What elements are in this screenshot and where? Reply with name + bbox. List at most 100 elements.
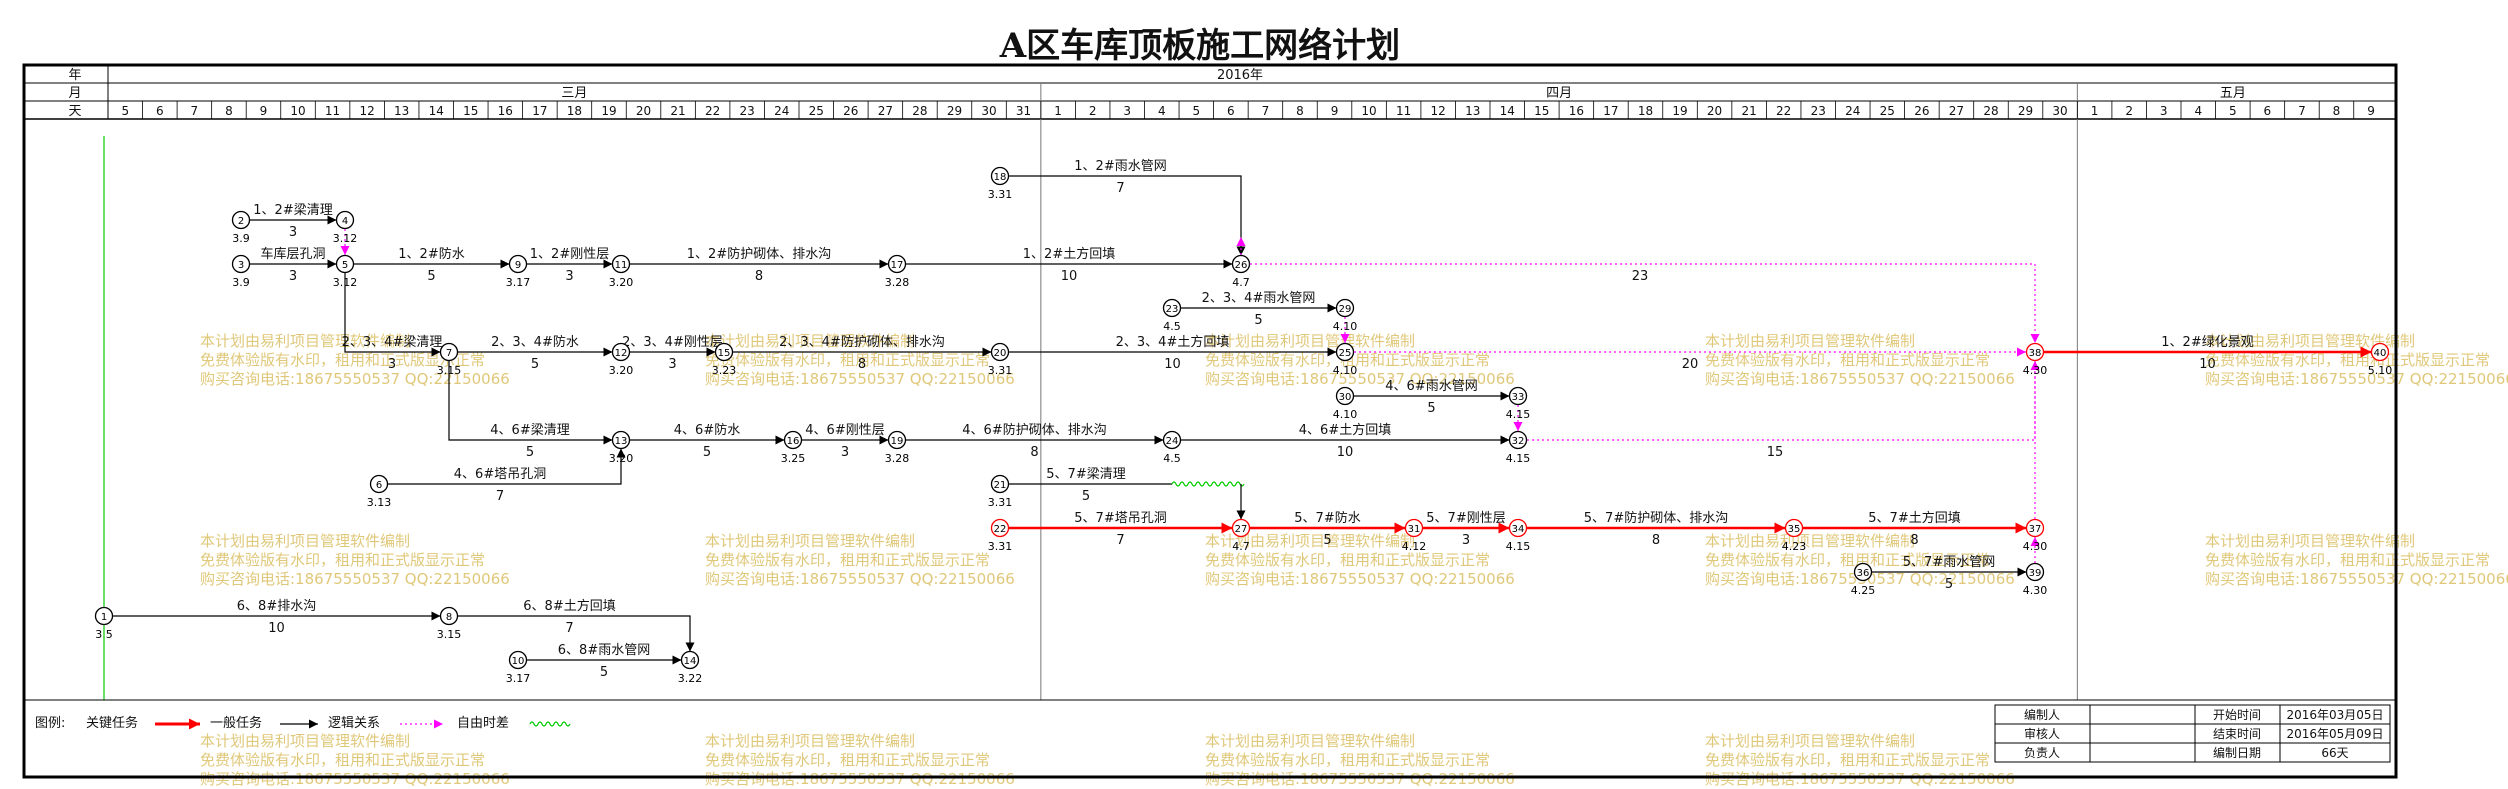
task-arrow-38-40-name: 1、2#绿化景观 bbox=[2161, 335, 2253, 350]
row-label-day: 天 bbox=[68, 104, 81, 119]
legend-float-swatch bbox=[529, 721, 571, 727]
day-label: 30 bbox=[2052, 104, 2067, 118]
node-number: 26 bbox=[1235, 260, 1248, 271]
day-label: 10 bbox=[1361, 104, 1376, 118]
day-label: 20 bbox=[636, 104, 651, 118]
node-number: 24 bbox=[1166, 436, 1179, 447]
node-number: 22 bbox=[994, 524, 1007, 535]
task-arrow-2-4-name: 1、2#梁清理 bbox=[253, 203, 332, 218]
task-arrow-21-27-float bbox=[1171, 481, 1245, 487]
day-label: 9 bbox=[2367, 104, 2375, 118]
watermark-text: 本计划由易利项目管理软件编制免费体验版有水印，租用和正式版显示正常购买咨询电话:… bbox=[200, 332, 510, 389]
node-11: 113.20 bbox=[609, 254, 633, 289]
day-label: 17 bbox=[1603, 104, 1618, 118]
node-date: 4.23 bbox=[1782, 540, 1807, 553]
node-18: 183.31 bbox=[988, 166, 1013, 201]
info-label2: 开始时间 bbox=[2213, 708, 2261, 722]
task-arrow-31-34-duration: 3 bbox=[1462, 533, 1470, 548]
node-10: 103.17 bbox=[506, 650, 530, 685]
day-label: 24 bbox=[1845, 104, 1860, 118]
node-number: 30 bbox=[1339, 392, 1352, 403]
node-number: 19 bbox=[891, 436, 904, 447]
node-circle bbox=[714, 342, 734, 362]
watermark-text: 本计划由易利项目管理软件编制免费体验版有水印，租用和正式版显示正常购买咨询电话:… bbox=[2205, 532, 2508, 589]
watermark-line: 购买咨询电话:18675550537 QQ:22150066 bbox=[2205, 570, 2508, 588]
watermark-line: 本计划由易利项目管理软件编制 bbox=[200, 332, 411, 350]
node-12: 123.20 bbox=[609, 342, 633, 377]
node-38: 384.30 bbox=[2023, 342, 2047, 377]
month-label: 四月 bbox=[1546, 86, 1572, 101]
node-number: 5 bbox=[342, 260, 348, 271]
node-number: 14 bbox=[684, 656, 697, 667]
node-date: 3.25 bbox=[781, 452, 806, 465]
task-arrow-5-9-duration: 5 bbox=[427, 269, 435, 284]
day-label: 13 bbox=[394, 104, 409, 118]
node-number: 13 bbox=[615, 436, 628, 447]
node-circle bbox=[335, 254, 355, 274]
node-circle bbox=[508, 254, 528, 274]
day-label: 20 bbox=[1707, 104, 1722, 118]
node-number: 33 bbox=[1512, 392, 1525, 403]
watermark-line: 本计划由易利项目管理软件编制 bbox=[1705, 732, 1916, 750]
node-circle bbox=[1508, 386, 1528, 406]
day-label: 27 bbox=[1949, 104, 1964, 118]
task-arrow-9-11-name: 1、2#刚性层 bbox=[530, 247, 609, 262]
task-arrow-7-12-duration: 5 bbox=[531, 357, 539, 372]
day-label: 8 bbox=[1296, 104, 1304, 118]
node-number: 32 bbox=[1512, 436, 1525, 447]
node-number: 37 bbox=[2029, 524, 2042, 535]
node-circle bbox=[1335, 386, 1355, 406]
node-16: 163.25 bbox=[781, 430, 806, 465]
node-number: 2 bbox=[238, 216, 244, 227]
node-circle bbox=[1404, 518, 1424, 538]
node-2: 23.9 bbox=[231, 210, 251, 245]
task-arrow-17-26-name: 1、2#土方回填 bbox=[1023, 246, 1115, 262]
logic-link bbox=[1527, 343, 2040, 441]
node-circle bbox=[2025, 562, 2045, 582]
node-14: 143.22 bbox=[678, 650, 702, 685]
task-arrow-7-13-duration: 5 bbox=[526, 445, 534, 460]
day-label: 17 bbox=[532, 104, 547, 118]
node-date: 4.7 bbox=[1232, 540, 1250, 553]
watermark-line: 免费体验版有水印，租用和正式版显示正常 bbox=[200, 551, 486, 569]
task-arrow-7-12-name: 2、3、4#防水 bbox=[491, 334, 579, 350]
day-label: 1 bbox=[1054, 104, 1062, 118]
node-number: 29 bbox=[1339, 304, 1352, 315]
task-arrow-27-31-duration: 5 bbox=[1323, 533, 1331, 548]
node-number: 39 bbox=[2029, 568, 2042, 579]
node-number: 31 bbox=[1408, 524, 1421, 535]
node-number: 20 bbox=[994, 348, 1007, 359]
task-arrow-5-7 bbox=[344, 272, 441, 357]
task-arrow-20-25-duration: 10 bbox=[1164, 357, 1181, 372]
node-date: 4.15 bbox=[1506, 408, 1531, 421]
task-arrow-30-33-duration: 5 bbox=[1427, 401, 1435, 416]
watermark-text: 本计划由易利项目管理软件编制免费体验版有水印，租用和正式版显示正常购买咨询电话:… bbox=[2205, 332, 2508, 389]
node-number: 21 bbox=[994, 480, 1007, 491]
node-date: 3.9 bbox=[232, 276, 250, 289]
node-20: 203.31 bbox=[988, 342, 1012, 377]
day-label: 21 bbox=[1741, 104, 1756, 118]
day-label: 29 bbox=[947, 104, 962, 118]
day-label: 24 bbox=[774, 104, 789, 118]
day-label: 14 bbox=[1500, 104, 1515, 118]
task-arrow-24-32-name: 4、6#土方回填 bbox=[1299, 422, 1391, 438]
node-27: 274.7 bbox=[1231, 518, 1251, 553]
page-title: A区车库顶板施工网络计划 bbox=[999, 26, 1401, 66]
day-label: 25 bbox=[1880, 104, 1895, 118]
watermark-line: 购买咨询电话:18675550537 QQ:22150066 bbox=[705, 570, 1015, 588]
day-label: 5 bbox=[2229, 104, 2237, 118]
day-label: 5 bbox=[121, 104, 129, 118]
node-31: 314.12 bbox=[1402, 518, 1427, 553]
task-arrow-21-27-duration: 5 bbox=[1082, 489, 1090, 504]
node-circle bbox=[1231, 518, 1251, 538]
node-number: 15 bbox=[718, 348, 731, 359]
node-date: 3.13 bbox=[367, 496, 392, 509]
watermark-line: 本计划由易利项目管理软件编制 bbox=[705, 532, 916, 550]
node-date: 3.31 bbox=[988, 188, 1013, 201]
watermark-line: 购买咨询电话:18675550537 QQ:22150066 bbox=[200, 370, 510, 388]
node-number: 3 bbox=[238, 260, 244, 271]
node-date: 3.23 bbox=[712, 364, 737, 377]
node-date: 4.12 bbox=[1402, 540, 1427, 553]
node-circle bbox=[335, 210, 355, 230]
